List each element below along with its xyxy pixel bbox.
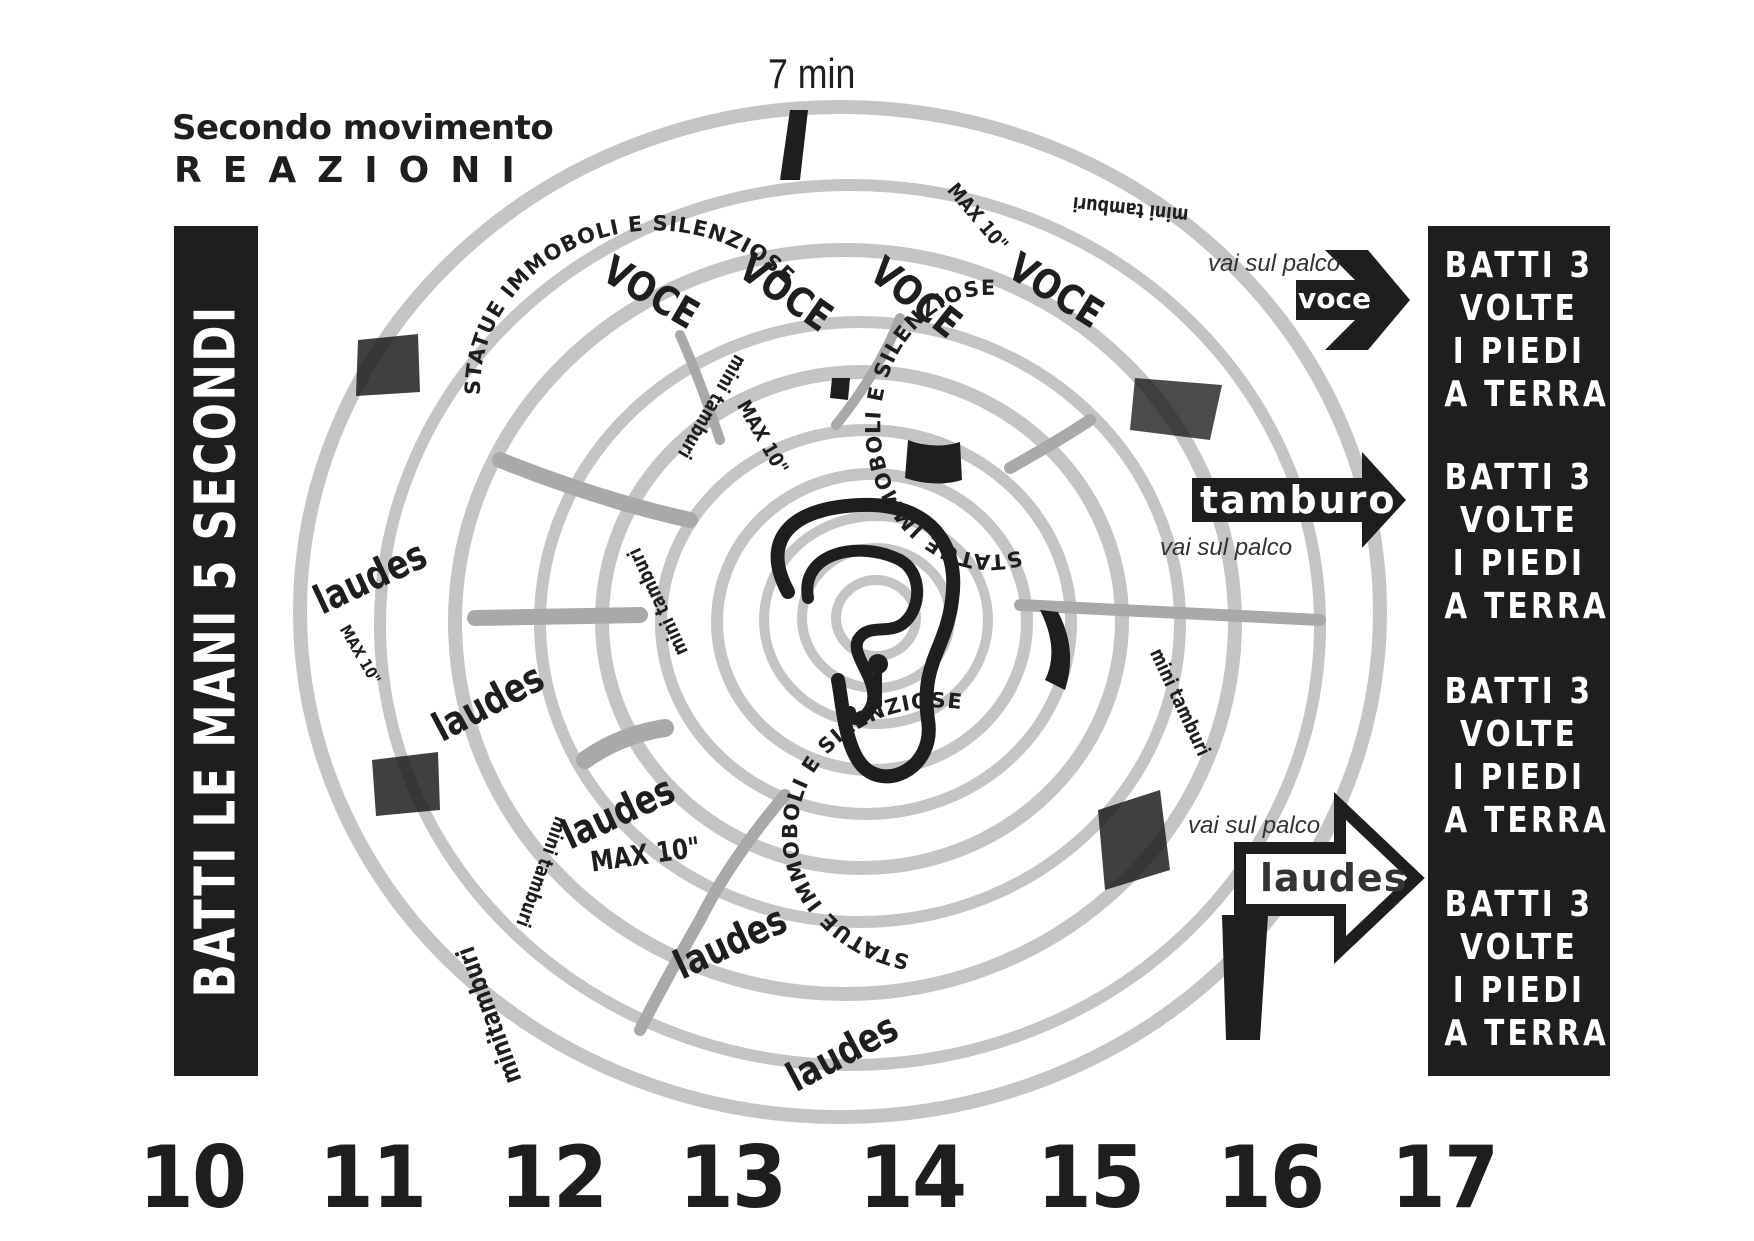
timeline-tick: 14 bbox=[858, 1128, 967, 1228]
stomp-line: BATTI 3 bbox=[1444, 457, 1594, 498]
timeline-tick: 15 bbox=[1036, 1128, 1145, 1228]
movement-title: Secondo movimento bbox=[172, 108, 554, 148]
laudes-arrow-label: laudes bbox=[1260, 856, 1408, 900]
movement-subtitle: REAZIONI bbox=[174, 150, 536, 191]
statue-phrase-3-path: STATUE IMMOBOLI E SILENZIOSE bbox=[778, 688, 963, 973]
timeline-tick: 13 bbox=[678, 1128, 787, 1228]
sound-mark bbox=[1098, 790, 1170, 890]
brush-stroke bbox=[831, 313, 905, 430]
stomp-line: VOLTE bbox=[1459, 288, 1579, 329]
brush-stroke bbox=[1014, 599, 1326, 626]
stomp-line: BATTI 3 bbox=[1444, 671, 1594, 712]
sound-mark bbox=[1040, 610, 1071, 690]
sound-mark bbox=[1222, 915, 1268, 1040]
timeline-tick: 16 bbox=[1216, 1128, 1325, 1228]
brush-stroke bbox=[675, 330, 725, 445]
right-instruction-panel: BATTI 3 VOLTE I PIEDI A TERRA BATTI 3 VO… bbox=[1428, 226, 1610, 1076]
voce-arrow-note: vai sul palco bbox=[1208, 250, 1341, 277]
sound-wave-marks bbox=[356, 110, 1268, 1040]
stomp-line: VOLTE bbox=[1459, 714, 1579, 755]
sound-mark bbox=[372, 752, 440, 816]
timeline-tick: 17 bbox=[1390, 1128, 1499, 1228]
brush-stroke bbox=[492, 452, 698, 528]
tamburo-arrow-label: tamburo bbox=[1200, 478, 1397, 522]
stomp-line: A TERRA bbox=[1444, 374, 1610, 415]
stomp-line: I PIEDI bbox=[1452, 331, 1586, 372]
stomp-line: I PIEDI bbox=[1452, 543, 1586, 584]
brush-stroke bbox=[1004, 414, 1096, 474]
sound-mark bbox=[356, 334, 420, 396]
sound-mark bbox=[780, 110, 808, 180]
voce-arrow-label-box bbox=[1296, 280, 1368, 320]
spiral-ring bbox=[293, 100, 1387, 1124]
stomp-line: A TERRA bbox=[1444, 586, 1610, 627]
stomp-instruction: BATTI 3 VOLTE I PIEDI A TERRA bbox=[1444, 456, 1610, 628]
stomp-line: BATTI 3 bbox=[1444, 884, 1594, 925]
left-banner: BATTI LE MANI 5 SECONDI bbox=[174, 226, 258, 1076]
brush-stroke bbox=[467, 607, 648, 626]
stomp-instruction: BATTI 3 VOLTE I PIEDI A TERRA bbox=[1444, 244, 1610, 416]
sound-mark bbox=[905, 440, 962, 484]
stomp-line: A TERRA bbox=[1444, 1013, 1610, 1054]
ear-icon bbox=[770, 497, 961, 784]
stomp-line: A TERRA bbox=[1444, 800, 1610, 841]
sound-mark bbox=[1130, 378, 1222, 440]
laudes-arrow-shape bbox=[1234, 792, 1425, 964]
timeline-tick: 10 bbox=[138, 1128, 247, 1228]
stomp-instruction: BATTI 3 VOLTE I PIEDI A TERRA bbox=[1444, 883, 1610, 1055]
stomp-line: VOLTE bbox=[1459, 927, 1579, 968]
statue-phrase-3: STATUE IMMOBOLI E SILENZIOSE bbox=[778, 688, 964, 973]
left-banner-text: BATTI LE MANI 5 SECONDI bbox=[183, 304, 249, 998]
spiral-ring bbox=[655, 424, 1077, 820]
stomp-line: BATTI 3 bbox=[1444, 245, 1594, 286]
brush-strokes bbox=[467, 313, 1326, 1036]
spiral-ring bbox=[759, 511, 993, 729]
ear-outer bbox=[770, 497, 961, 784]
sound-mark bbox=[830, 378, 850, 400]
voce-arrow-label: voce bbox=[1298, 282, 1372, 315]
duration-label: 7 min bbox=[768, 50, 856, 97]
brush-stroke bbox=[634, 789, 791, 1036]
tamburo-arrow-shape bbox=[1192, 452, 1406, 548]
stomp-instruction: BATTI 3 VOLTE I PIEDI A TERRA bbox=[1444, 670, 1610, 842]
tamburo-arrow-note: vai sul palco bbox=[1160, 534, 1293, 561]
ear-inner bbox=[801, 544, 924, 725]
stomp-line: I PIEDI bbox=[1452, 970, 1586, 1011]
timeline-tick: 12 bbox=[499, 1128, 608, 1228]
stomp-line: VOLTE bbox=[1459, 500, 1579, 541]
brush-stroke bbox=[576, 719, 674, 769]
timeline-tick: 11 bbox=[318, 1128, 427, 1228]
stomp-line: I PIEDI bbox=[1452, 757, 1586, 798]
spiral-ring bbox=[448, 243, 1242, 1001]
laudes-arrow-note: vai sul palco bbox=[1188, 812, 1321, 839]
